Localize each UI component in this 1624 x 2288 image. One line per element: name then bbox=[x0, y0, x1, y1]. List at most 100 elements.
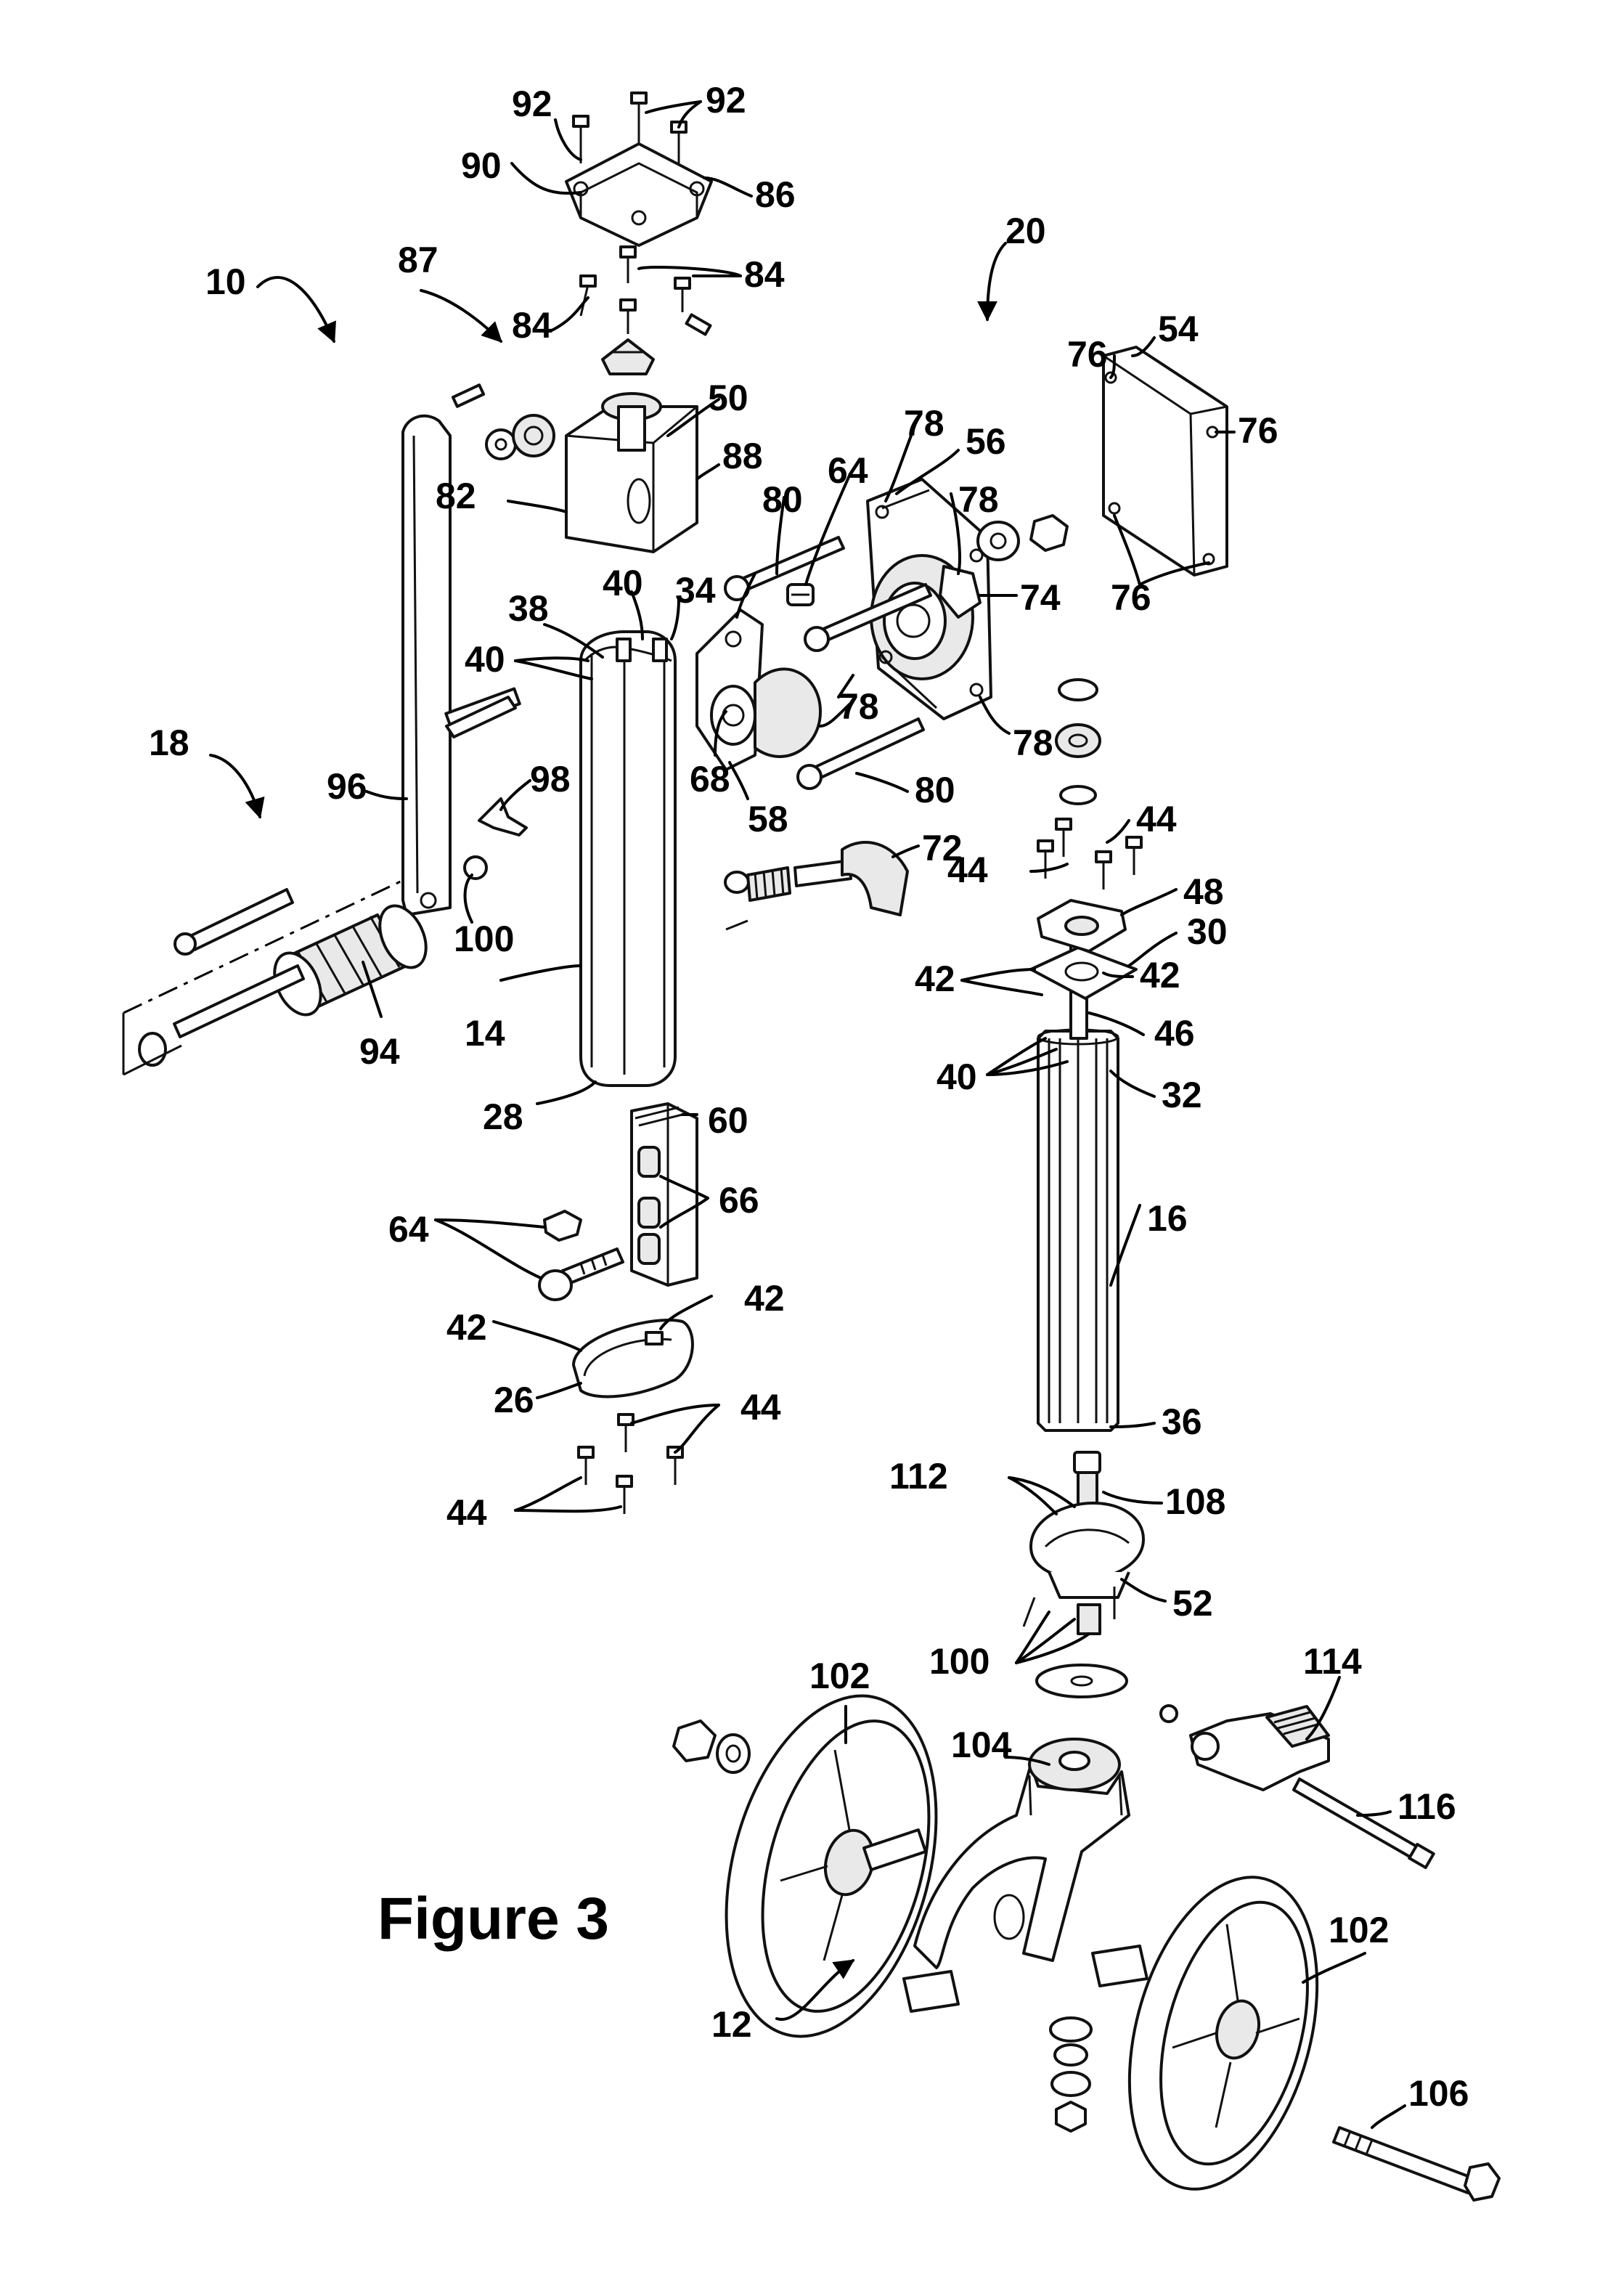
ref-64-upper: 64 bbox=[828, 450, 868, 491]
crank-shaft bbox=[445, 696, 517, 738]
ref-78-top: 78 bbox=[904, 403, 944, 444]
lower-bracket-60 bbox=[630, 1102, 698, 1287]
fork-104 bbox=[913, 1738, 1130, 1969]
ref-90: 90 bbox=[461, 145, 502, 186]
base-cap-26 bbox=[572, 1319, 694, 1399]
outer-tube-14 bbox=[579, 630, 677, 1087]
ref-68: 68 bbox=[690, 759, 730, 799]
large-washer bbox=[1035, 1664, 1128, 1698]
axle-washers-nut bbox=[1049, 2016, 1093, 2133]
ref-20: 20 bbox=[1005, 211, 1046, 251]
ref-46: 46 bbox=[1154, 1013, 1195, 1054]
wheel-102-left bbox=[725, 1694, 938, 2038]
ref-18: 18 bbox=[149, 722, 189, 763]
ref-78-mid: 78 bbox=[958, 479, 999, 520]
ref-44-lower-left: 44 bbox=[446, 1492, 487, 1533]
thrust-washer-30 bbox=[1029, 946, 1138, 1000]
spring-and-pin-72 bbox=[724, 841, 909, 931]
ref-92-left: 92 bbox=[512, 84, 552, 124]
ref-80-upper: 80 bbox=[762, 479, 803, 520]
inner-tube-16 bbox=[1037, 1028, 1119, 1432]
ref-74: 74 bbox=[1020, 577, 1061, 618]
wheel-102-right bbox=[1127, 1876, 1319, 2191]
ref-96: 96 bbox=[327, 766, 367, 807]
ref-80-lower: 80 bbox=[915, 770, 955, 810]
ref-64-lower: 64 bbox=[388, 1209, 429, 1250]
ref-78-lower: 78 bbox=[838, 686, 879, 727]
ref-42-upper-right: 42 bbox=[1140, 955, 1180, 996]
side-plate-54 bbox=[1102, 346, 1228, 577]
gear-housing-82 bbox=[565, 392, 698, 553]
ref-32: 32 bbox=[1162, 1075, 1202, 1115]
ref-72: 72 bbox=[922, 828, 963, 868]
reference-numerals: 10 87 92 92 90 86 84 84 50 88 82 20 54 7… bbox=[149, 80, 1469, 2114]
ref-50: 50 bbox=[708, 378, 748, 418]
ref-58: 58 bbox=[748, 799, 788, 839]
ref-44-upper-left: 44 bbox=[947, 850, 988, 890]
ref-76-top: 76 bbox=[1067, 334, 1108, 375]
ref-112: 112 bbox=[889, 1456, 948, 1497]
ref-114: 114 bbox=[1303, 1641, 1362, 1682]
ref-102-right: 102 bbox=[1329, 1910, 1389, 1950]
bolt-and-nut-64-lower bbox=[538, 1210, 624, 1301]
ref-108: 108 bbox=[1165, 1481, 1225, 1522]
ref-84-right: 84 bbox=[744, 254, 785, 295]
brake-pedal-114 bbox=[1159, 1704, 1330, 1791]
ref-76-right: 76 bbox=[1238, 410, 1278, 451]
ref-48: 48 bbox=[1183, 871, 1224, 912]
ref-104: 104 bbox=[951, 1725, 1012, 1765]
bolt-108 bbox=[1073, 1451, 1101, 1532]
wheel-nut-washer bbox=[672, 1719, 751, 1774]
ref-52: 52 bbox=[1172, 1583, 1213, 1624]
ref-30: 30 bbox=[1187, 911, 1228, 952]
ref-12: 12 bbox=[711, 2004, 752, 2045]
ref-92-right: 92 bbox=[706, 80, 746, 121]
ref-42-base-right: 42 bbox=[744, 1278, 785, 1319]
ref-40-tube14-top: 40 bbox=[603, 563, 643, 603]
ref-100-caster: 100 bbox=[929, 1641, 990, 1682]
ref-26: 26 bbox=[494, 1380, 534, 1420]
ref-44-upper-right: 44 bbox=[1136, 799, 1177, 839]
bolt-64-upper bbox=[786, 583, 815, 606]
ref-84-left: 84 bbox=[512, 305, 552, 346]
ref-60: 60 bbox=[708, 1100, 748, 1141]
pin-washer-nut bbox=[451, 383, 555, 460]
ref-28: 28 bbox=[483, 1096, 523, 1137]
ref-54: 54 bbox=[1158, 309, 1199, 349]
ref-16: 16 bbox=[1147, 1198, 1188, 1239]
ref-44-lower-right: 44 bbox=[740, 1387, 781, 1428]
clip-98 bbox=[478, 797, 528, 836]
bushings bbox=[902, 1945, 1148, 2013]
ref-88: 88 bbox=[722, 436, 763, 476]
ref-102-left: 102 bbox=[809, 1656, 870, 1696]
ref-38: 38 bbox=[508, 588, 549, 629]
pivot-bolt-116 bbox=[1292, 1778, 1435, 1870]
screws-44-upper bbox=[1037, 818, 1143, 889]
ref-34: 34 bbox=[675, 570, 716, 611]
washers-nuts-right bbox=[976, 514, 1101, 805]
caster-plate-52 bbox=[1022, 1502, 1145, 1635]
side-bracket-58 bbox=[695, 608, 822, 771]
screws-84 bbox=[579, 245, 712, 336]
top-nut-48 bbox=[1037, 899, 1127, 953]
ref-56: 56 bbox=[966, 421, 1006, 462]
ref-78-right: 78 bbox=[1013, 722, 1053, 763]
ref-42-base-left: 42 bbox=[446, 1307, 487, 1348]
ref-10: 10 bbox=[205, 261, 246, 302]
ref-40-tube16: 40 bbox=[937, 1057, 977, 1097]
ref-14: 14 bbox=[465, 1013, 505, 1054]
bevel-gear bbox=[601, 338, 655, 375]
ref-82: 82 bbox=[436, 476, 476, 516]
ref-40-tube14-left: 40 bbox=[465, 639, 505, 680]
ref-100-crank: 100 bbox=[454, 919, 514, 959]
leader-lines bbox=[209, 100, 1406, 2129]
figure-caption: Figure 3 bbox=[378, 1886, 609, 1952]
screws-92 bbox=[572, 91, 687, 163]
ref-87: 87 bbox=[398, 240, 438, 280]
nut-100-crank bbox=[463, 855, 488, 880]
ref-42-upper-left: 42 bbox=[915, 958, 955, 999]
ref-86: 86 bbox=[755, 174, 796, 215]
bolt-80-lower bbox=[796, 717, 925, 790]
ref-36: 36 bbox=[1162, 1401, 1202, 1442]
